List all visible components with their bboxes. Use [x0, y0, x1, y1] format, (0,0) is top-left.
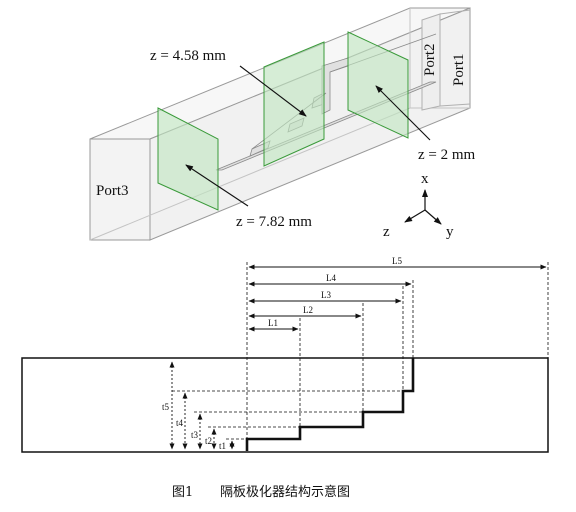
cross-section [21, 357, 549, 453]
cut-plane-z2 [347, 31, 409, 139]
port1-label: Port1 [451, 53, 467, 86]
leader-z782 [185, 164, 249, 207]
dim-label-L1: L1 [268, 318, 278, 328]
dim-label-L5: L5 [392, 256, 402, 266]
axis-z-label: z [383, 224, 390, 240]
port2-label: Port2 [422, 43, 438, 76]
plane-label-z782: z = 7.82 mm [236, 214, 312, 230]
dim-label-t3: t3 [191, 430, 199, 440]
cut-planes [157, 31, 409, 211]
port3-label: Port3 [96, 183, 129, 199]
cut-plane-z782 [157, 107, 219, 211]
leader-z2 [375, 85, 431, 141]
thickness-dimensions [169, 361, 235, 450]
axis-x-label: x [421, 171, 429, 187]
dim-label-t1: t1 [219, 441, 226, 451]
cut-plane-z458 [263, 41, 325, 167]
leader-z458 [239, 65, 307, 117]
plane-label-z458: z = 4.58 mm [150, 48, 226, 64]
dim-label-t5: t5 [162, 402, 170, 412]
dim-label-L4: L4 [326, 273, 336, 283]
axes-triad [404, 189, 442, 225]
dim-label-t2: t2 [205, 436, 212, 446]
dim-label-t4: t4 [176, 418, 184, 428]
septum-steps [245, 358, 415, 451]
extension-lines [172, 262, 549, 440]
length-dimensions [248, 264, 547, 332]
axis-y-label: y [446, 224, 454, 240]
dim-label-L2: L2 [303, 305, 313, 315]
plane-label-z2: z = 2 mm [418, 147, 476, 163]
section-outline [21, 357, 549, 453]
caption-text: 隔板极化器结构示意图 [220, 484, 350, 500]
dim-label-L3: L3 [321, 290, 331, 300]
caption-number: 图1 [172, 485, 193, 500]
